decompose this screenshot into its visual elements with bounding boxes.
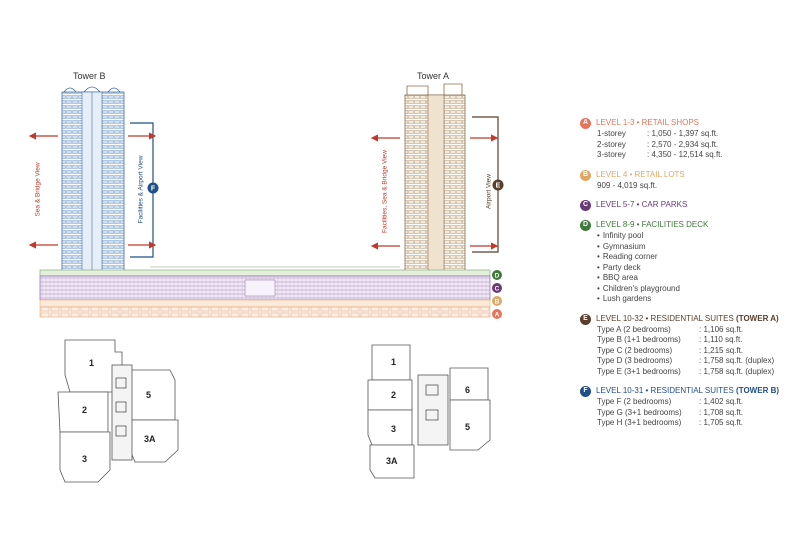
svg-text:C: C [495, 286, 500, 293]
tower-a-view-right-label: Airport View [485, 174, 493, 209]
plan-b-unit: 3A [144, 434, 156, 444]
legend-section-e: E LEVEL 10-32 • RESIDENTIAL SUITES (TOWE… [580, 313, 795, 378]
legend-section-f: F LEVEL 10-31 • RESIDENTIAL SUITES (TOWE… [580, 386, 795, 429]
legend-title-c: LEVEL 5-7 • CAR PARKS [596, 200, 688, 210]
facility-item: Children's playground [597, 284, 795, 295]
tower-b-elevation [61, 86, 125, 273]
legend-row: Type A (2 bedrooms): 1,106 sq.ft. [597, 324, 744, 334]
facility-item: Lush gardens [597, 294, 795, 305]
plan-a-unit: 6 [465, 385, 471, 395]
plan-b-unit: 5 [146, 390, 152, 400]
legend-badge-a: A [580, 118, 591, 129]
legend-row: Type E (3+1 bedrooms): 1,758 sq.ft. (dup… [597, 366, 775, 376]
tower-b-view-right-label: Facilities & Airport View [137, 155, 145, 224]
legend-title-d: LEVEL 8-9 • FACILITIES DECK [596, 220, 709, 230]
floor-plan-tower-a [367, 344, 491, 479]
plan-b-unit: 2 [82, 405, 88, 415]
tower-a-view-left-label: Facilities, Sea & Bridge View [381, 150, 389, 233]
legend-badge-d: D [580, 220, 591, 231]
plan-b-unit: 3 [82, 454, 88, 464]
facility-item: Infinity pool [597, 231, 795, 242]
facility-item: Gymnasium [597, 242, 795, 253]
legend-row: Type B (1+1 bedrooms): 1,110 sq.ft. [597, 335, 743, 344]
legend-row: Type H (3+1 bedrooms): 1,705 sq.ft. [597, 418, 744, 427]
legend-badge-e: E [580, 313, 591, 325]
legend-badge-f: F [580, 386, 591, 397]
svg-text:E: E [496, 183, 501, 190]
legend-title-a: LEVEL 1-3 • RETAIL SHOPS [596, 118, 699, 128]
tower-b-badge: F [147, 182, 159, 194]
svg-text:F: F [151, 186, 156, 193]
plan-a-unit: 5 [465, 422, 471, 432]
plan-a-unit: 3 [391, 424, 397, 434]
legend-row: Type D (3 bedrooms): 1,758 sq.ft. (duple… [597, 356, 775, 365]
facility-item: BBQ area [597, 273, 795, 284]
svg-text:A: A [495, 312, 500, 319]
tower-a-title: Tower A [417, 71, 450, 81]
podium-badge-c: C [492, 283, 502, 293]
legend: A LEVEL 1-3 • RETAIL SHOPS 1-storey: 1,0… [580, 118, 795, 438]
tower-b-view-left-label: Sea & Bridge View [34, 162, 42, 217]
legend-title-f-tower: (TOWER B) [736, 386, 780, 396]
legend-row: Type C (2 bedrooms): 1,215 sq.ft. [597, 345, 744, 355]
legend-title-e: LEVEL 10-32 • RESIDENTIAL SUITES [596, 313, 737, 323]
facility-item: Party deck [597, 263, 795, 274]
facilities-deck [39, 269, 491, 277]
legend-badge-c: C [580, 200, 591, 211]
podium-badge-d: D [492, 270, 502, 280]
tower-a-badge: E [492, 179, 504, 191]
legend-title-b: LEVEL 4 • RETAIL LOTS [596, 169, 685, 179]
legend-section-a: A LEVEL 1-3 • RETAIL SHOPS 1-storey: 1,0… [580, 118, 795, 161]
tower-b-title: Tower B [73, 71, 106, 81]
facility-item: Reading corner [597, 252, 795, 263]
legend-row: Type G (3+1 bedrooms): 1,708 sq.ft. [597, 407, 744, 417]
legend-row: 1-storey: 1,050 - 1,397 sq.ft. [597, 129, 719, 138]
floor-plan-tower-b [57, 339, 179, 483]
svg-text:B: B [495, 299, 500, 306]
legend-title-f: LEVEL 10-31 • RESIDENTIAL SUITES [596, 386, 737, 396]
legend-row: 2-storey: 2,570 - 2,934 sq.ft. [597, 139, 719, 149]
legend-title-e-tower: (TOWER A) [736, 313, 779, 323]
legend-badge-b: B [580, 169, 591, 181]
plan-a-unit: 2 [391, 390, 397, 400]
legend-row: Type F (2 bedrooms): 1,402 sq.ft. [597, 397, 744, 406]
plan-b-unit: 1 [89, 358, 95, 368]
tower-a-elevation [404, 83, 466, 274]
legend-section-b: B LEVEL 4 • RETAIL LOTS 909 - 4,019 sq.f… [580, 169, 795, 192]
retail-lots [39, 299, 491, 308]
legend-section-d: D LEVEL 8-9 • FACILITIES DECK Infinity p… [580, 220, 795, 305]
legend-section-c: C LEVEL 5-7 • CAR PARKS [580, 200, 795, 211]
legend-row: 3-storey: 4,350 - 12,514 sq.ft. [597, 150, 723, 159]
plan-a-unit: 1 [391, 357, 397, 367]
podium-badge-b: B [492, 296, 502, 306]
podium-badge-a: A [492, 309, 502, 319]
legend-text-b: 909 - 4,019 sq.ft. [597, 180, 658, 190]
svg-text:D: D [495, 273, 500, 280]
retail-shops [39, 306, 491, 318]
plan-a-unit: 3A [386, 456, 398, 466]
